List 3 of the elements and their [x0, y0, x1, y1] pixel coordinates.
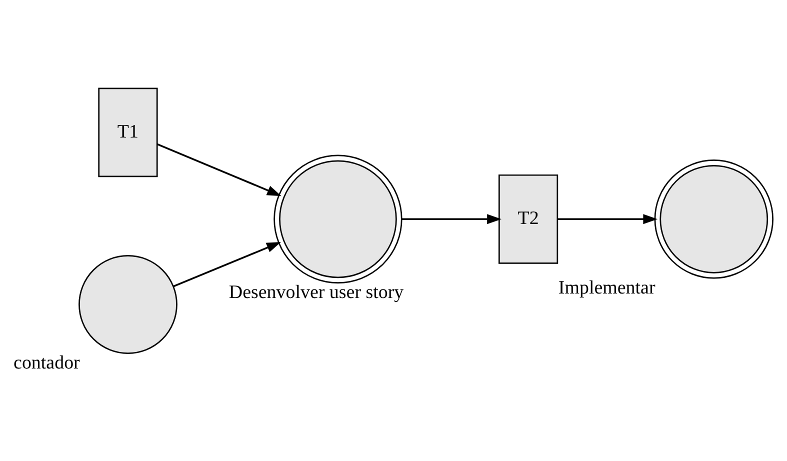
node-label: Desenvolver user story: [228, 281, 404, 302]
node-label: Implementar: [558, 276, 656, 298]
node-label: contador: [14, 352, 80, 373]
